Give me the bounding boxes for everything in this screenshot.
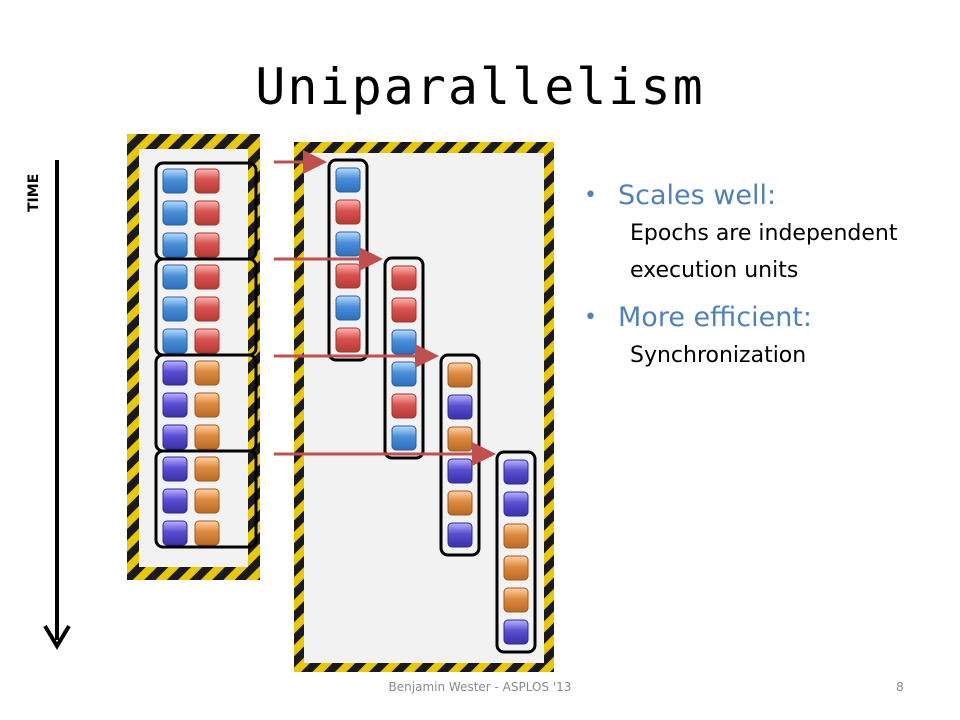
orange-instruction-block — [194, 456, 220, 482]
bullet-heading: Scales well: — [618, 180, 777, 211]
bullet-detail: Epochs are independent execution units — [630, 221, 898, 284]
blue-instruction-block — [162, 200, 188, 226]
left-panel-epochs — [154, 161, 258, 549]
page-number: 8 — [896, 680, 904, 694]
time-arrow — [43, 160, 71, 650]
footer-text: Benjamin Wester - ASPLOS '13 — [388, 680, 572, 694]
blue-instruction-block — [335, 167, 361, 193]
orange-instruction-block — [194, 360, 220, 386]
right-panel-epochs — [327, 158, 537, 654]
single-core-panel — [127, 134, 260, 580]
purple-instruction-block — [162, 520, 188, 546]
red-instruction-block — [194, 200, 220, 226]
red-instruction-block — [194, 264, 220, 290]
orange-instruction-block — [503, 587, 529, 613]
orange-instruction-block — [194, 488, 220, 514]
bullet-detail: Synchronization — [630, 342, 807, 368]
purple-instruction-block — [162, 424, 188, 450]
blue-instruction-block — [162, 168, 188, 194]
blue-instruction-block — [391, 425, 417, 451]
purple-instruction-block — [447, 394, 473, 420]
purple-instruction-block — [162, 392, 188, 418]
orange-instruction-block — [447, 362, 473, 388]
orange-instruction-block — [503, 555, 529, 581]
purple-instruction-block — [503, 619, 529, 645]
orange-instruction-block — [447, 490, 473, 516]
red-instruction-block — [391, 265, 417, 291]
blue-instruction-block — [162, 296, 188, 322]
purple-instruction-block — [503, 491, 529, 517]
purple-instruction-block — [503, 459, 529, 485]
bullet-dot-icon: • — [584, 183, 597, 208]
red-instruction-block — [335, 327, 361, 353]
left-epoch-outline — [154, 449, 258, 549]
bullet-heading: More efficient: — [618, 301, 812, 333]
purple-instruction-block — [162, 488, 188, 514]
purple-instruction-block — [447, 522, 473, 548]
bullet-more-efficient: • More efficient: — [580, 300, 940, 335]
blue-instruction-block — [162, 232, 188, 258]
red-instruction-block — [194, 296, 220, 322]
orange-instruction-block — [194, 520, 220, 546]
right-epoch-outline — [495, 450, 537, 654]
blue-instruction-block — [335, 295, 361, 321]
red-instruction-block — [194, 232, 220, 258]
orange-instruction-block — [194, 392, 220, 418]
blue-instruction-block — [162, 264, 188, 290]
blue-instruction-block — [391, 361, 417, 387]
orange-instruction-block — [447, 426, 473, 452]
slide-title: Uniparallelism — [255, 58, 705, 116]
red-instruction-block — [391, 393, 417, 419]
red-instruction-block — [391, 297, 417, 323]
blue-instruction-block — [391, 329, 417, 355]
red-instruction-block — [335, 199, 361, 225]
purple-instruction-block — [162, 456, 188, 482]
purple-instruction-block — [447, 458, 473, 484]
red-instruction-block — [194, 328, 220, 354]
bullet-scales-well: • Scales well: — [580, 178, 940, 213]
blue-instruction-block — [162, 328, 188, 354]
bullet-dot-icon: • — [584, 304, 597, 330]
orange-instruction-block — [503, 523, 529, 549]
orange-instruction-block — [194, 424, 220, 450]
blue-instruction-block — [335, 231, 361, 257]
red-instruction-block — [335, 263, 361, 289]
purple-instruction-block — [162, 360, 188, 386]
red-instruction-block — [194, 168, 220, 194]
bullet-list: • Scales well: Epochs are independent ex… — [580, 178, 940, 374]
epoch-mapping-arrows — [274, 150, 496, 466]
